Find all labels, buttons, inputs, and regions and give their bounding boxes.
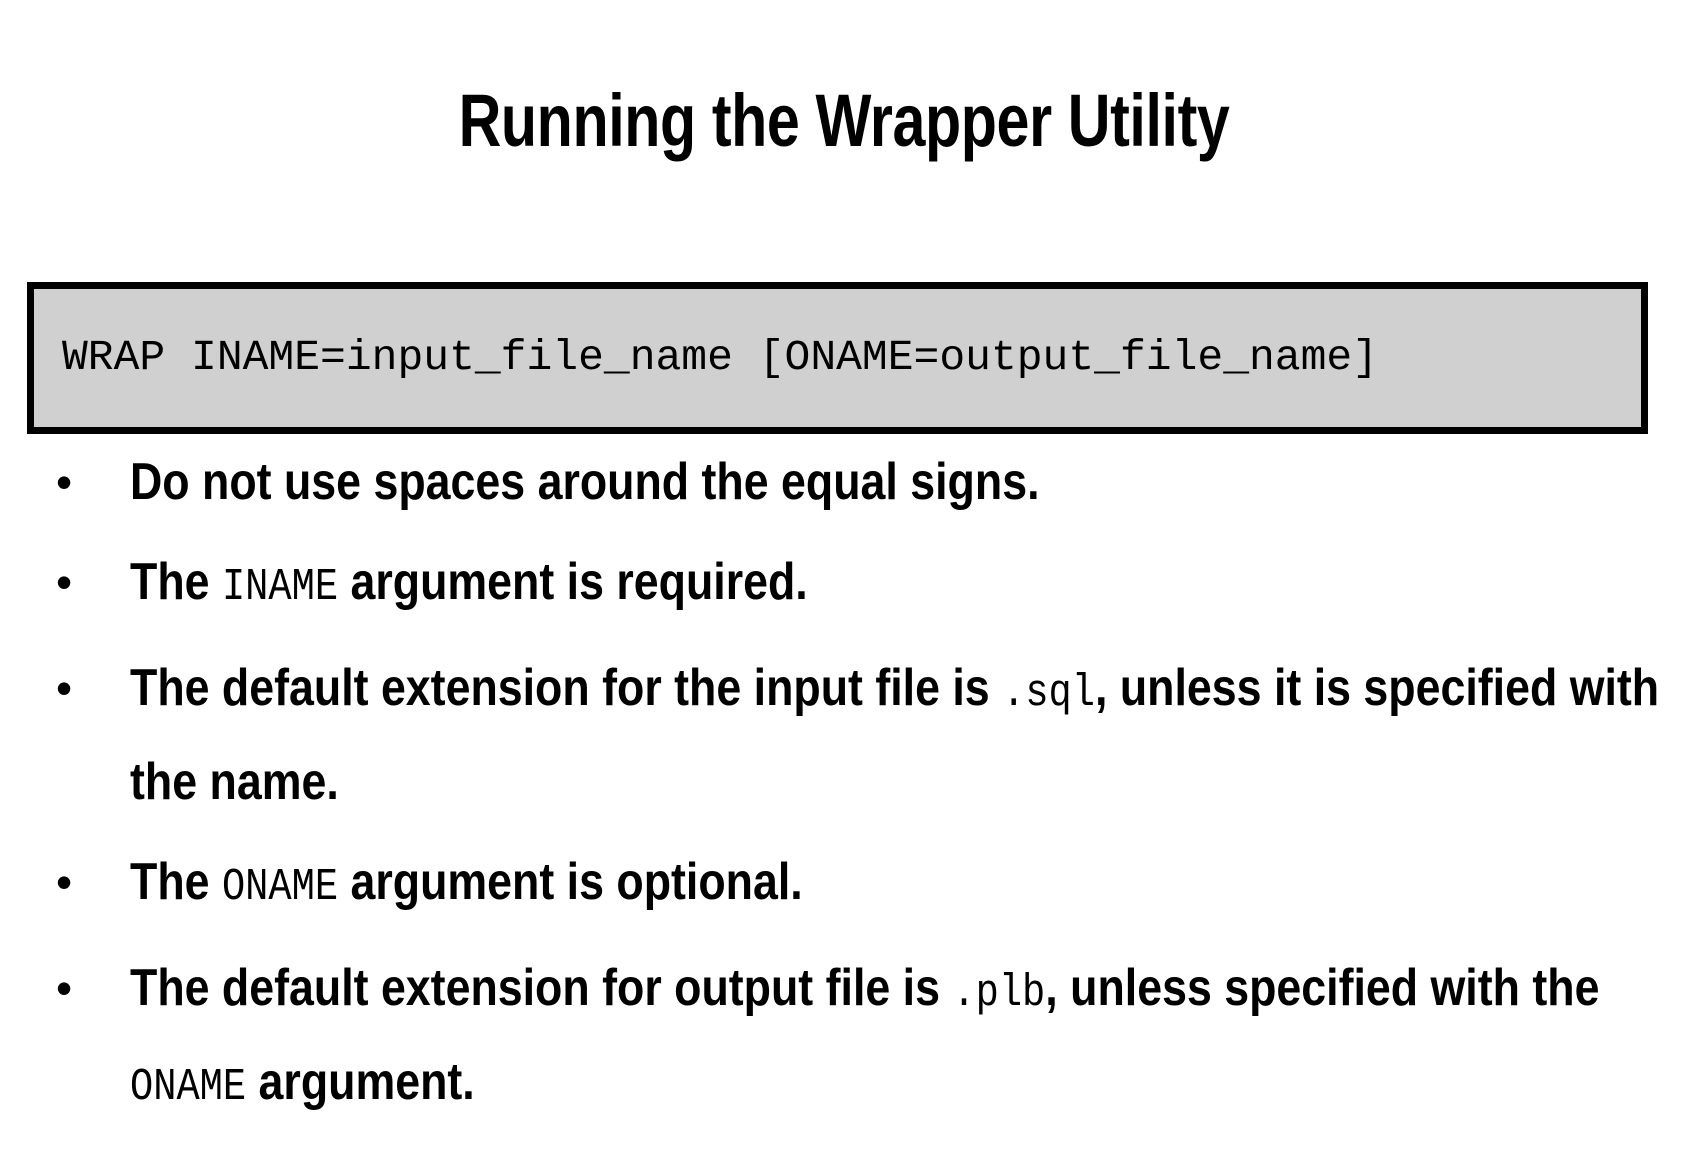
inline-text-run: Do not use spaces around the equal signs…	[130, 453, 1040, 511]
list-item-text: The default extension for output file is…	[130, 944, 1668, 1132]
inline-text-run: The default extension for the input file…	[130, 659, 1003, 717]
inline-text-run: The	[130, 553, 222, 611]
page-title: Running the Wrapper Utility	[458, 78, 1230, 162]
inline-code-token: .sql	[1002, 668, 1096, 719]
inline-text-run: , unless specified with the	[1045, 959, 1600, 1017]
inline-code-token: ONAME	[221, 862, 339, 913]
list-item-text: The ONAME argument is optional.	[130, 838, 1668, 932]
list-item: • The INAME argument is required.	[42, 538, 1672, 632]
inline-code-token: INAME	[221, 562, 339, 613]
inline-text-run: The default extension for output file is	[130, 959, 953, 1017]
bullet-point-icon: •	[56, 456, 73, 508]
list-item-text: The INAME argument is required.	[130, 538, 1668, 632]
bullet-list: • Do not use spaces around the equal sign…	[42, 438, 1672, 1144]
bullet-point-icon: •	[56, 556, 73, 608]
inline-text-run: , unless it is specified with the name.	[130, 659, 1660, 811]
list-item-text: Do not use spaces around the equal signs…	[130, 438, 1668, 526]
syntax-command-text: WRAP INAME=input_file_name [ONAME=output…	[62, 333, 1379, 382]
inline-text-run: argument.	[246, 1053, 475, 1111]
inline-text-run: The	[130, 853, 222, 911]
bullet-point-icon: •	[56, 856, 73, 908]
list-item: • The default extension for output file i…	[42, 944, 1672, 1132]
bullet-point-icon: •	[56, 662, 73, 714]
bullet-point-icon: •	[56, 962, 73, 1014]
list-item-text: The default extension for the input file…	[130, 644, 1668, 826]
inline-text-run: argument is optional.	[338, 853, 803, 911]
inline-text-run: argument is required.	[338, 553, 808, 611]
inline-code-token: .plb	[952, 968, 1046, 1019]
list-item: • The ONAME argument is optional.	[42, 838, 1672, 932]
list-item: • Do not use spaces around the equal sign…	[42, 438, 1672, 526]
list-item: • The default extension for the input fil…	[42, 644, 1672, 826]
syntax-box: WRAP INAME=input_file_name [ONAME=output…	[27, 282, 1648, 434]
inline-code-token: ONAME	[130, 1062, 247, 1113]
